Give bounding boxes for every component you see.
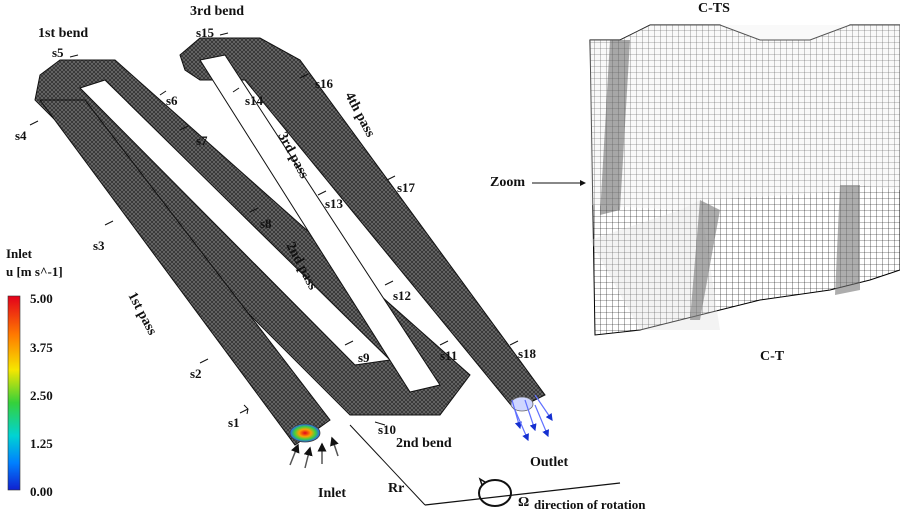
station-label: s12 [393,288,411,303]
cts-label: C-TS [698,1,730,16]
station-markers [29,32,519,426]
station-label: s8 [260,216,272,231]
bend-2-label: 2nd bend [396,436,452,451]
station-label: s17 [397,180,416,195]
rotation-label: direction of rotation [534,497,646,512]
colorbar-tick: 5.00 [30,291,53,306]
colorbar-gradient [7,295,21,491]
station-label: s6 [166,93,178,108]
station-label: s9 [358,350,370,365]
zoom-mesh-panel: C-TS C-T [589,1,900,364]
station-label: s5 [52,45,64,60]
station-label: s11 [440,348,457,363]
radius-label: Rr [388,481,404,496]
station-label: s2 [190,366,202,381]
station-label: s4 [15,128,27,143]
station-label: s18 [518,346,537,361]
outlet-label: Outlet [530,455,568,470]
inlet-label: Inlet [318,486,346,501]
station-label: s3 [93,238,105,253]
station-label: s10 [378,422,396,437]
station-label: s13 [325,196,344,211]
colorbar: Inlet u [m s^-1] 5.00 3.75 2.50 1.25 0.0… [6,246,63,499]
outlet-arrows [511,394,553,442]
rotation-circle-icon [478,479,512,507]
bend-1-label: 1st bend [38,26,88,41]
colorbar-tick: 0.00 [30,484,53,499]
station-labels: s1 s2 s3 s4 s5 s6 s7 s8 s9 s10 s11 s12 s… [15,25,537,437]
omega-symbol: Ω [518,495,529,510]
station-label: s15 [196,25,215,40]
inlet-contour [289,423,321,443]
rotation-axis: Rr Ω direction of rotation [349,424,646,512]
ct-label: C-T [760,349,785,364]
inlet-arrows [289,436,339,469]
bend-3-label: 3rd bend [190,4,244,19]
serpentine-channel [34,37,546,446]
colorbar-tick: 3.75 [30,340,53,355]
station-label: s7 [196,133,208,148]
zoom-label: Zoom [490,175,525,190]
colorbar-tick: 2.50 [30,388,53,403]
station-label: s1 [228,415,240,430]
pass-1-label: 1st pass [124,290,159,338]
station-label: s14 [245,93,264,108]
colorbar-tick: 1.25 [30,436,53,451]
station-label: s16 [315,76,334,91]
colorbar-title: Inlet [6,246,33,261]
colorbar-unit: u [m s^-1] [6,264,63,279]
